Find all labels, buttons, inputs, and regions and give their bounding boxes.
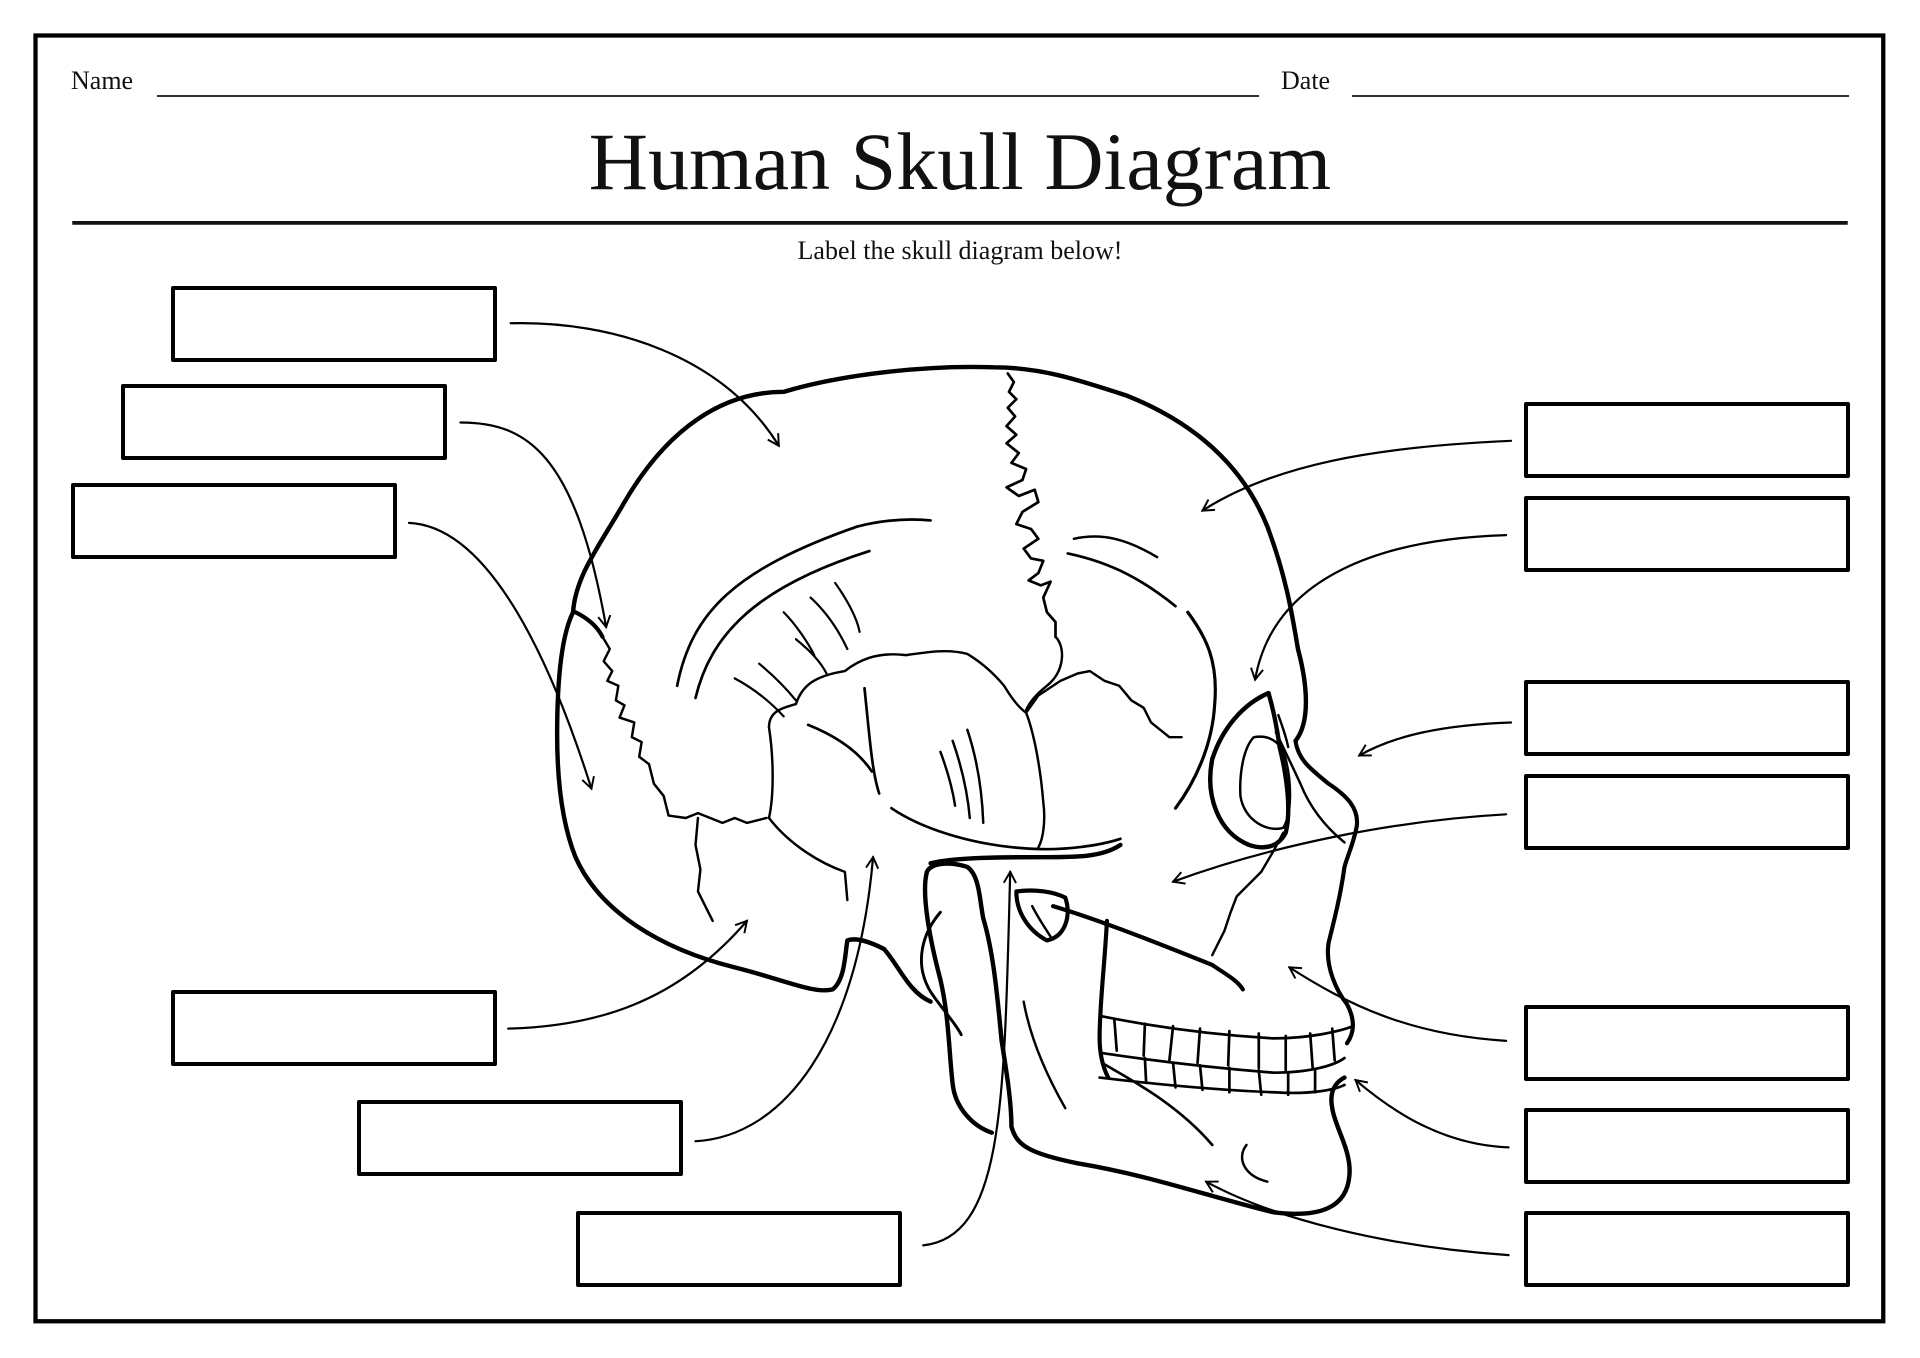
label-box-right-4[interactable] — [1524, 774, 1850, 850]
label-box-right-3[interactable] — [1524, 680, 1850, 756]
label-box-left-2[interactable] — [121, 384, 447, 460]
mandible — [924, 861, 1352, 1217]
label-box-right-6[interactable] — [1524, 1108, 1850, 1184]
date-field[interactable] — [1352, 95, 1849, 97]
instruction-text: Label the skull diagram below! — [797, 236, 1123, 265]
label-box-left-4[interactable] — [171, 990, 497, 1066]
label-box-left-1[interactable] — [171, 286, 497, 362]
coronal-suture — [1005, 372, 1057, 639]
label-box-right-2[interactable] — [1524, 496, 1850, 572]
teeth — [1098, 1015, 1355, 1097]
label-box-right-7[interactable] — [1524, 1211, 1850, 1287]
date-label: Date — [1281, 66, 1331, 95]
page-title: Human Skull Diagram — [588, 116, 1332, 207]
zygomatic-arch — [1014, 888, 1070, 943]
name-field[interactable] — [157, 95, 1259, 97]
label-box-left-3[interactable] — [71, 483, 397, 559]
orbit — [1208, 690, 1291, 850]
name-label: Name — [71, 66, 134, 95]
leader-lines — [407, 322, 1513, 1257]
label-box-right-5[interactable] — [1524, 1005, 1850, 1081]
label-box-left-5[interactable] — [357, 1100, 683, 1176]
label-box-left-6[interactable] — [576, 1211, 902, 1287]
page-border — [33, 33, 1886, 1324]
label-box-right-1[interactable] — [1524, 402, 1850, 478]
cranium-outline — [570, 364, 1309, 744]
